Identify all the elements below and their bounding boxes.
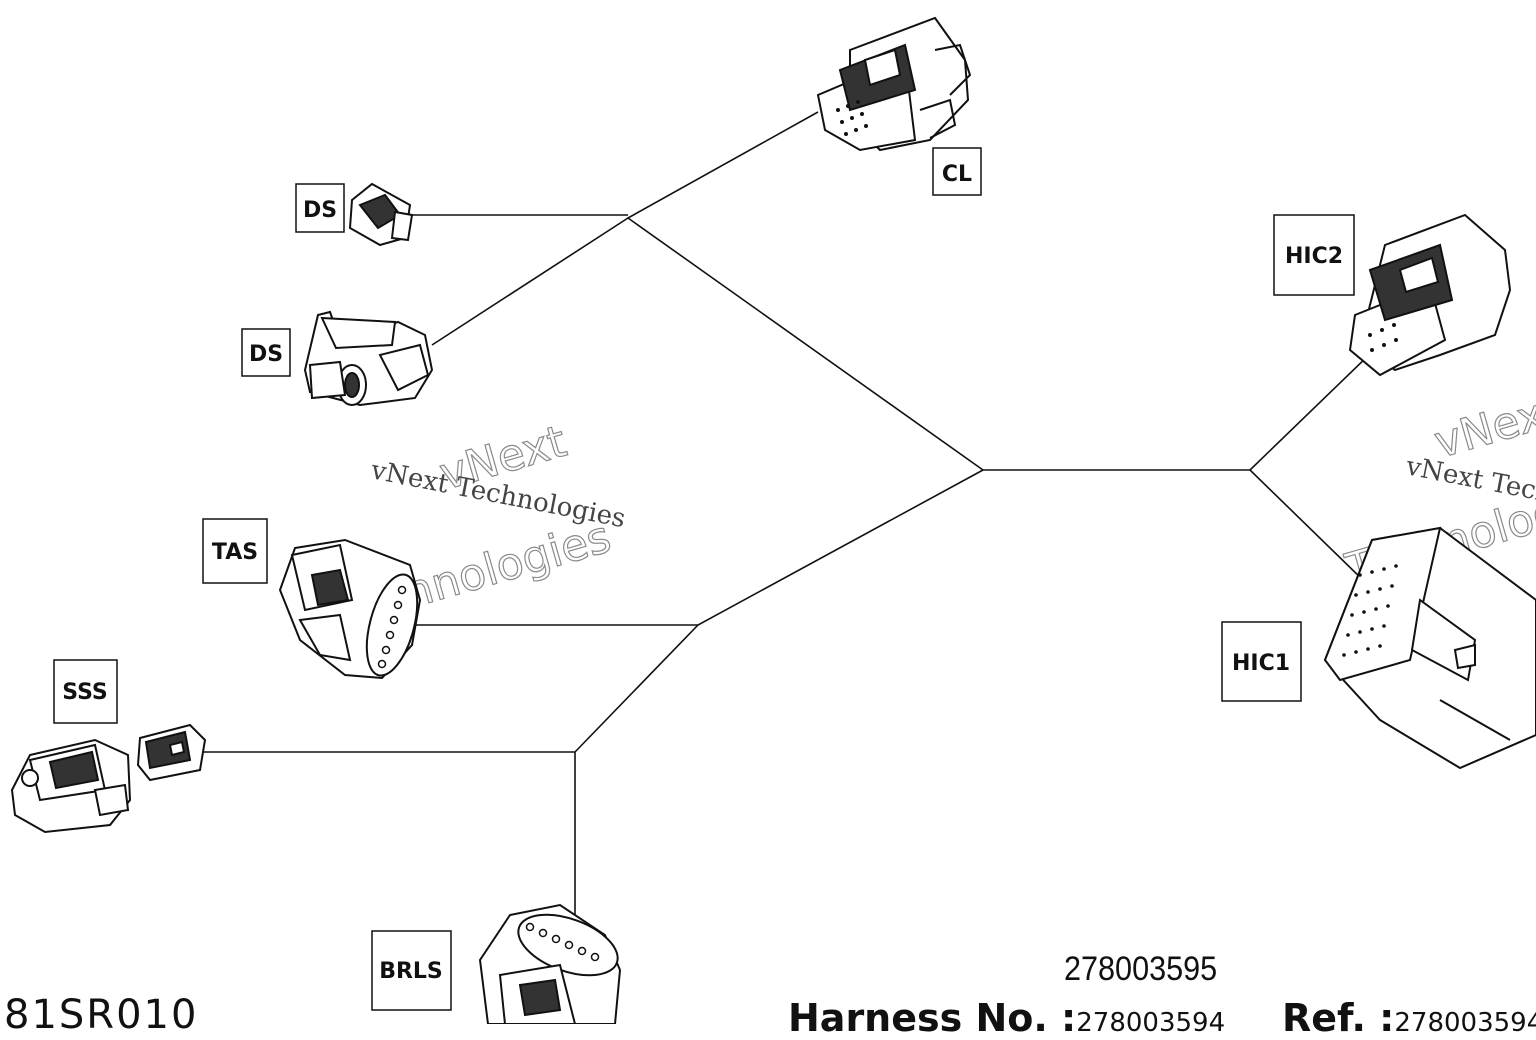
label-tas-text: TAS [212,540,258,565]
wire-lower-trunk [574,469,984,753]
drawing-code: 81SR010 [4,992,199,1038]
label-hic2-text: HIC2 [1285,244,1343,269]
connector-brls-icon [478,903,622,1024]
ref-number: Ref. :278003594 [1282,996,1536,1040]
label-sss-text: SSS [62,680,108,705]
label-hic1: HIC1 [1221,621,1302,702]
ref-label: Ref. [1282,996,1366,1040]
label-brls: BRLS [371,930,452,1011]
label-ds-top: DS [295,183,345,233]
label-ds-mid: DS [241,328,291,377]
label-hic2: HIC2 [1273,214,1355,296]
wire-hic2 [1249,351,1373,471]
label-brls-text: BRLS [379,959,443,984]
harness-label: Harness No. [788,996,1048,1040]
connector-tas-icon [278,538,422,680]
connector-labels: CL DS DS TAS SSS BRLS HIC2 HIC1 [53,147,1355,1011]
connector-ds-top-icon [348,182,414,247]
connector-sss-icon [10,723,207,834]
watermark-outline-3: vNext [1429,384,1536,468]
connector-cl-icon [816,16,972,152]
ref-value: 278003594 [1394,1008,1536,1038]
label-hic1-text: HIC1 [1232,651,1290,676]
label-ds-top-text: DS [303,198,337,223]
wire-lines [200,111,1373,915]
wire-hic1 [1249,469,1367,584]
connector-ds-mid-icon [303,310,434,407]
part-number: 278003595 [1064,950,1218,988]
label-sss: SSS [53,659,118,724]
label-cl: CL [932,147,982,196]
harness-number: Harness No. :278003594 [788,996,1226,1040]
harness-value: 278003594 [1076,1008,1226,1038]
connector-hic2-icon [1348,213,1512,377]
label-cl-text: CL [942,162,972,187]
connector-hic1-icon [1323,526,1536,770]
wire-cl [626,111,984,471]
wire-ds-mid [431,217,629,346]
label-ds-mid-text: DS [249,342,283,367]
label-tas: TAS [202,518,268,584]
